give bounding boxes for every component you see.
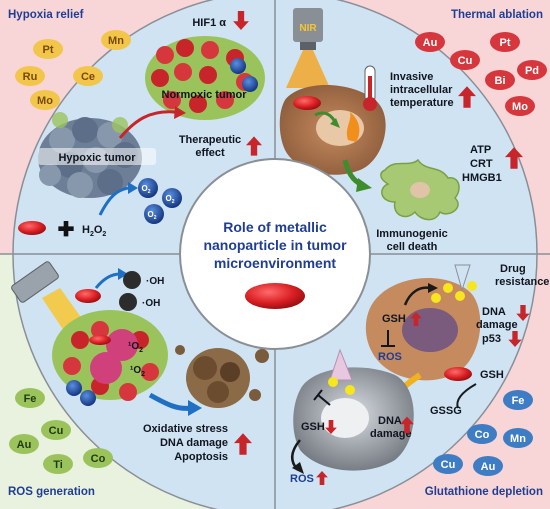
nanoparticle-ros bbox=[75, 289, 101, 303]
o2-label-3: O2 bbox=[147, 210, 156, 221]
flame-icon bbox=[346, 112, 360, 142]
svg-text:Pd: Pd bbox=[525, 65, 539, 77]
hydroxyl-radical-1 bbox=[123, 271, 141, 289]
thermometer-icon bbox=[363, 65, 377, 111]
ros-tumor-cluster bbox=[52, 310, 168, 401]
label-normoxic-tumor: Normoxic tumor bbox=[162, 89, 248, 101]
label-damage-top: damage bbox=[476, 319, 518, 331]
center-title-line-1: Role of metallic bbox=[223, 219, 327, 235]
plus-sign: ✚ bbox=[58, 219, 75, 241]
label-temperature: temperature bbox=[390, 97, 454, 109]
label-effect: effect bbox=[195, 147, 225, 159]
svg-text:Mn: Mn bbox=[108, 35, 124, 47]
svg-text:Fe: Fe bbox=[24, 393, 37, 405]
o2-bottom-2 bbox=[80, 390, 96, 406]
title-hypoxia-relief: Hypoxia relief bbox=[8, 9, 84, 21]
label-intracellular: intracellular bbox=[390, 84, 453, 96]
nanoparticle-gsh bbox=[444, 367, 472, 381]
nanoparticle-thermal bbox=[293, 96, 321, 110]
title-ros-generation: ROS generation bbox=[8, 486, 95, 498]
label-drug: Drug bbox=[500, 263, 526, 275]
svg-text:Cu: Cu bbox=[441, 459, 456, 471]
channel-icon bbox=[329, 348, 353, 381]
label-invasive: Invasive bbox=[390, 71, 433, 83]
svg-text:Cu: Cu bbox=[458, 55, 473, 67]
svg-text:Mo: Mo bbox=[37, 95, 53, 107]
normoxic-tumor bbox=[145, 36, 265, 120]
svg-text:Bi: Bi bbox=[495, 75, 506, 87]
svg-text:Cu: Cu bbox=[49, 425, 64, 437]
label-damage-bottom: damage bbox=[370, 428, 412, 440]
label-cell-death: cell death bbox=[387, 241, 438, 253]
metal-tokens-thermal: Au Cu Pt Bi Pd Mo bbox=[415, 32, 547, 116]
label-singlet-oxygen-1: ¹O2 bbox=[128, 341, 143, 354]
label-nir: NIR bbox=[299, 23, 317, 34]
apoptotic-cell bbox=[175, 345, 269, 408]
label-h2o2: H2O2 bbox=[82, 224, 106, 238]
svg-text:Pt: Pt bbox=[500, 37, 511, 49]
svg-text:Fe: Fe bbox=[512, 395, 525, 407]
center-circle bbox=[179, 158, 371, 350]
center-title-line-3: microenvironment bbox=[214, 255, 336, 271]
svg-text:Au: Au bbox=[423, 37, 438, 49]
svg-text:Mo: Mo bbox=[512, 101, 528, 113]
label-hmgb1: HMGB1 bbox=[462, 172, 502, 184]
label-ros-cell: ROS bbox=[378, 351, 402, 363]
label-atp: ATP bbox=[470, 144, 491, 156]
arrow-hypoxic-to-normoxic bbox=[118, 110, 176, 139]
nir-laser bbox=[286, 8, 330, 88]
o2-molecules bbox=[138, 178, 182, 224]
svg-text:Ce: Ce bbox=[81, 71, 95, 83]
label-dna-top: DNA bbox=[482, 306, 506, 318]
hydroxyl-radical-2 bbox=[119, 293, 137, 311]
label-oh-2: ·OH bbox=[142, 298, 160, 309]
svg-text:Co: Co bbox=[91, 453, 106, 465]
center-nanoparticle bbox=[245, 283, 305, 309]
label-immunogenic: Immunogenic bbox=[376, 228, 448, 240]
svg-text:Au: Au bbox=[481, 461, 496, 473]
svg-text:Co: Co bbox=[475, 429, 490, 441]
label-dna-bottom: DNA bbox=[378, 415, 402, 427]
metal-tokens-hypoxia: Pt Mn Ce Ru Mo bbox=[15, 30, 131, 110]
label-therapeutic: Therapeutic bbox=[179, 134, 241, 146]
nanoparticle-small bbox=[18, 221, 46, 235]
label-gsh-depleted: GSH bbox=[301, 421, 325, 433]
label-crt: CRT bbox=[470, 158, 493, 170]
svg-text:Mn: Mn bbox=[510, 433, 526, 445]
label-dna-damage-ros: DNA damage bbox=[160, 437, 228, 449]
svg-text:Pt: Pt bbox=[43, 44, 54, 56]
svg-text:Ru: Ru bbox=[23, 71, 38, 83]
svg-text:Ti: Ti bbox=[53, 459, 63, 471]
title-glutathione-depletion: Glutathione depletion bbox=[425, 486, 543, 498]
svg-text:Au: Au bbox=[17, 439, 32, 451]
center-title-line-2: nanoparticle in tumor bbox=[203, 237, 347, 253]
title-thermal-ablation: Thermal ablation bbox=[451, 9, 543, 21]
label-p53: p53 bbox=[482, 333, 501, 345]
label-apoptosis: Apoptosis bbox=[174, 451, 228, 463]
label-gssg: GSSG bbox=[430, 405, 462, 417]
label-oh-1: ·OH bbox=[146, 276, 164, 287]
label-singlet-oxygen-2: ¹O2 bbox=[130, 365, 145, 378]
o2-label-2: O2 bbox=[165, 194, 174, 205]
label-oxidative-stress: Oxidative stress bbox=[143, 423, 228, 435]
label-resistance: resistance bbox=[495, 276, 549, 288]
label-hypoxic-tumor: Hypoxic tumor bbox=[58, 152, 136, 164]
metal-tokens-gsh: Fe Co Mn Cu Au bbox=[433, 390, 533, 476]
label-hif1a: HIF1 α bbox=[192, 17, 226, 29]
label-gsh-cell: GSH bbox=[382, 313, 406, 325]
o2-bottom-1 bbox=[66, 380, 82, 396]
label-ros-bottom: ROS bbox=[290, 473, 314, 485]
efflux-pump bbox=[431, 264, 477, 303]
metal-tokens-ros: Fe Cu Au Ti Co bbox=[9, 388, 113, 474]
label-gsh-reaction: GSH bbox=[480, 369, 504, 381]
o2-label-1: O2 bbox=[141, 184, 150, 195]
